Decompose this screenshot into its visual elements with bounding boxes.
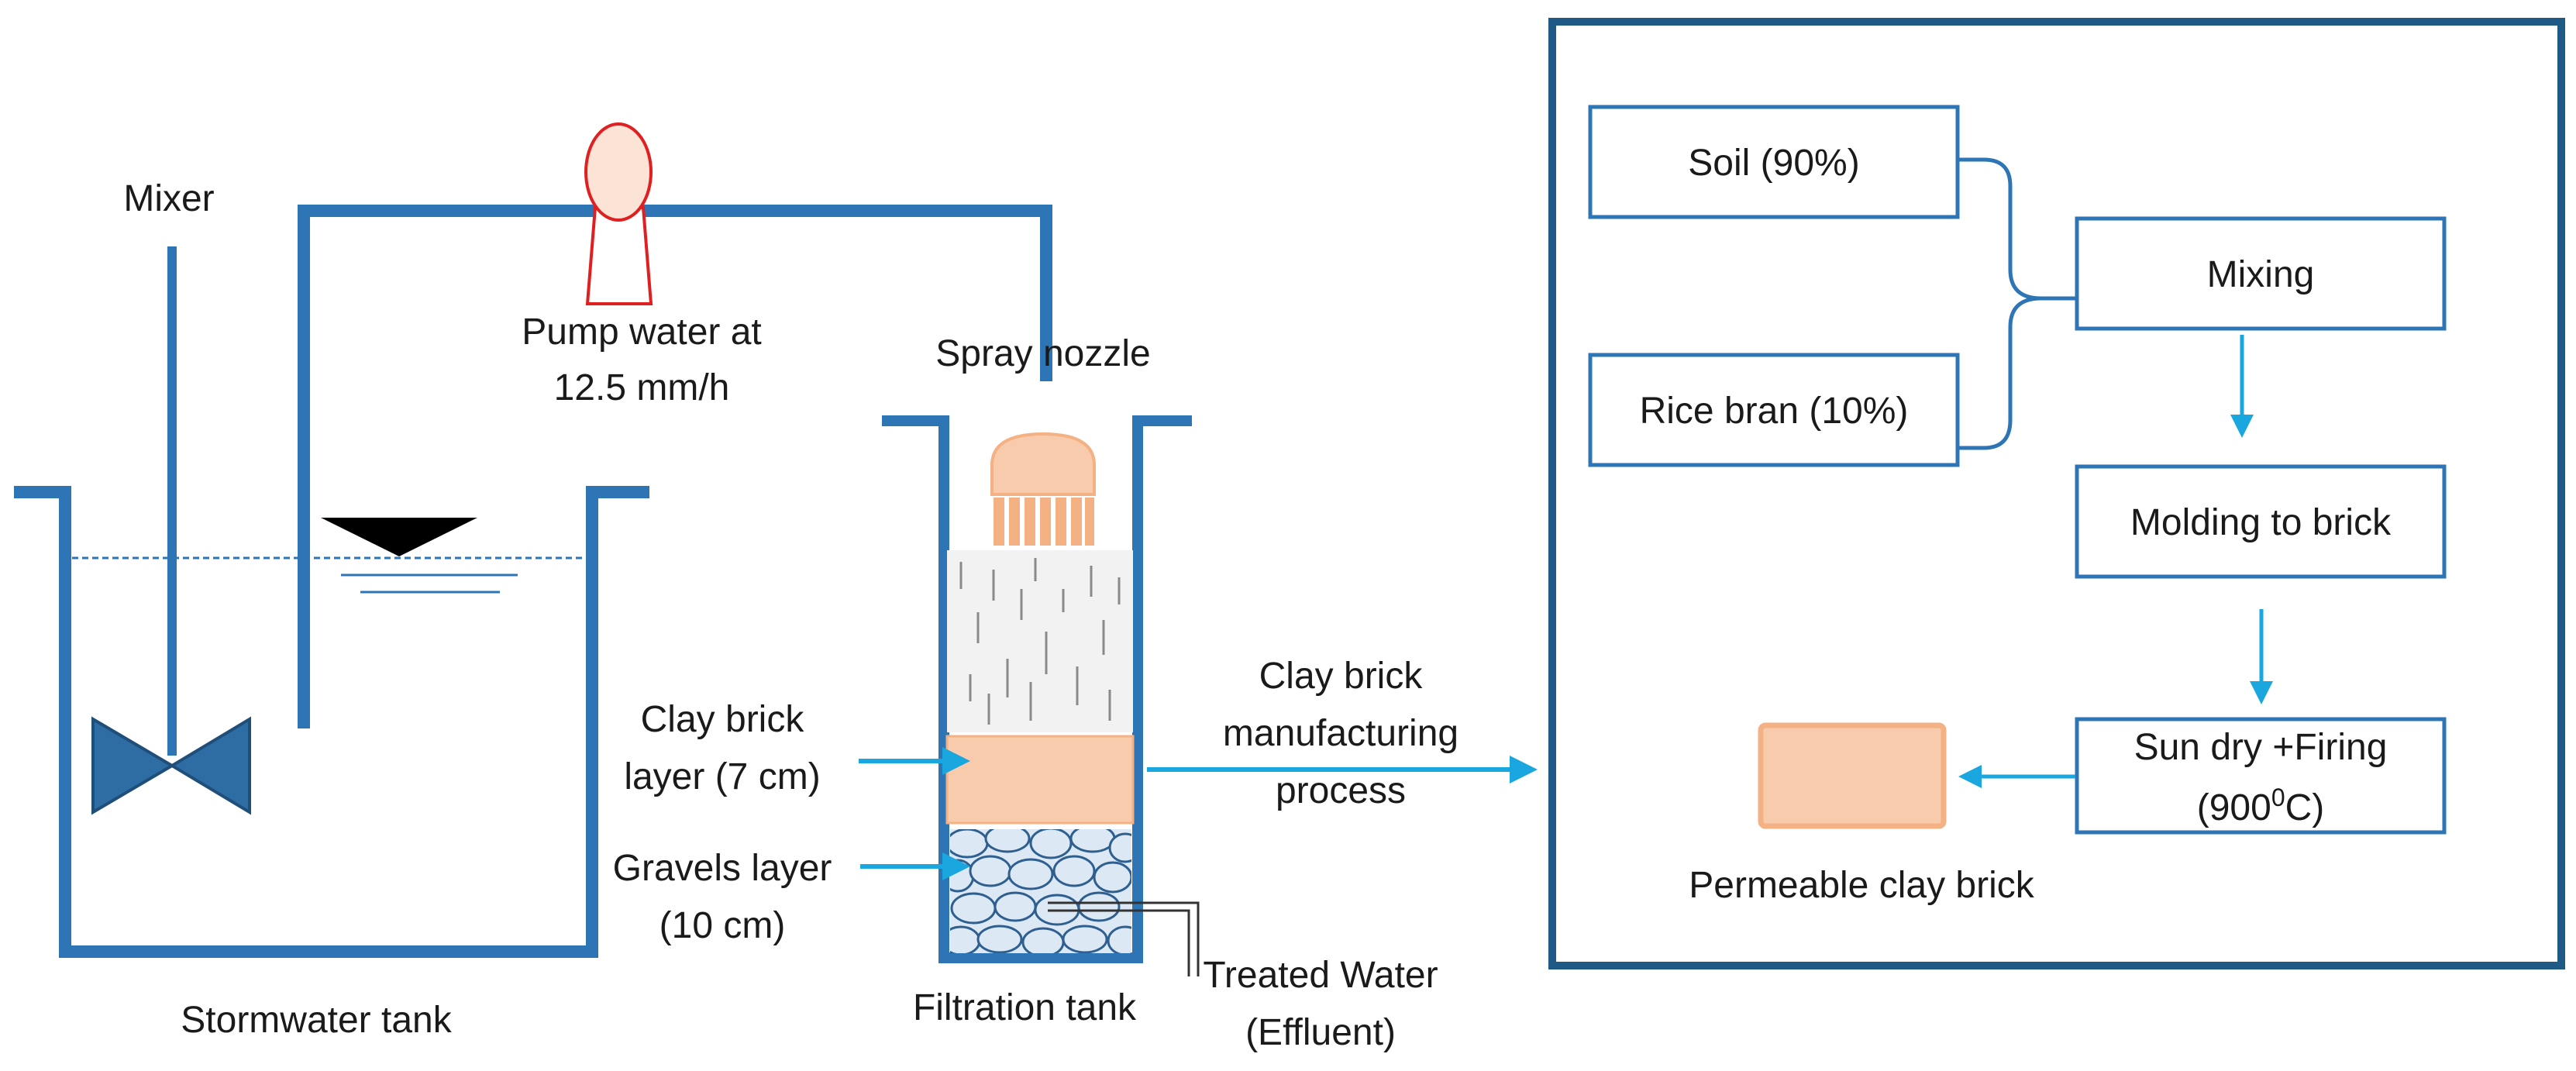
- clay-brick-layer: [945, 735, 1135, 825]
- soil-box: Soil (90%): [1588, 105, 1960, 219]
- mixer: [91, 246, 251, 815]
- soil-label: Soil (90%): [1688, 143, 1859, 184]
- filtration-tank: [882, 415, 1192, 963]
- molding-label: Molding to brick: [2130, 502, 2392, 543]
- permeable-clay-brick-icon: [1758, 722, 1947, 829]
- sun-dry-firing-box: Sun dry +Firing (9000C): [2075, 717, 2447, 835]
- permeable-clay-brick-label: Permeable clay brick: [1689, 865, 2035, 906]
- treated-water-label-line2: (Effluent): [1245, 1012, 1396, 1053]
- pump-label-line2: 12.5 mm/h: [554, 367, 730, 408]
- gravel-layer: [950, 829, 1131, 953]
- molding-box: Molding to brick: [2075, 464, 2447, 579]
- manufacturing-label-line1: Clay brick: [1259, 656, 1424, 697]
- effluent-pipe: [1048, 901, 1200, 976]
- rice-bran-label: Rice bran (10%): [1640, 391, 1909, 432]
- clay-brick-layer-label-line2: layer (7 cm): [624, 756, 820, 797]
- firing-temperature-label: (9000C): [2197, 783, 2325, 828]
- spray-rain: [947, 550, 1133, 732]
- clay-brick-layer-label-line1: Clay brick: [641, 699, 805, 740]
- rice-bran-box: Rice bran (10%): [1588, 353, 1960, 467]
- water-level-marker: [321, 518, 477, 556]
- pump-icon: [584, 122, 653, 305]
- manufacturing-label-line3: process: [1276, 770, 1406, 811]
- gravels-layer-label-line1: Gravels layer: [613, 848, 832, 889]
- sun-dry-firing-label: Sun dry +Firing: [2134, 727, 2388, 768]
- mixer-label: Mixer: [123, 178, 214, 219]
- spray-nozzle-icon: [990, 432, 1096, 546]
- mixer-impeller-icon: [91, 716, 251, 815]
- filtration-tank-label: Filtration tank: [913, 987, 1137, 1028]
- stormwater-tank-label: Stormwater tank: [181, 1000, 452, 1041]
- inflow-pipe: [298, 205, 1052, 728]
- gravels-layer-label-line2: (10 cm): [659, 905, 786, 946]
- pump-label-line1: Pump water at: [522, 312, 761, 353]
- mixing-box: Mixing: [2075, 216, 2447, 331]
- merge-brace: [1958, 157, 2077, 450]
- manufacturing-label-line2: manufacturing: [1223, 713, 1458, 754]
- mixing-label: Mixing: [2207, 254, 2315, 295]
- treated-water-label-line1: Treated Water: [1203, 955, 1438, 996]
- stormwater-tank: [14, 486, 649, 958]
- spray-nozzle-label: Spray nozzle: [935, 333, 1150, 374]
